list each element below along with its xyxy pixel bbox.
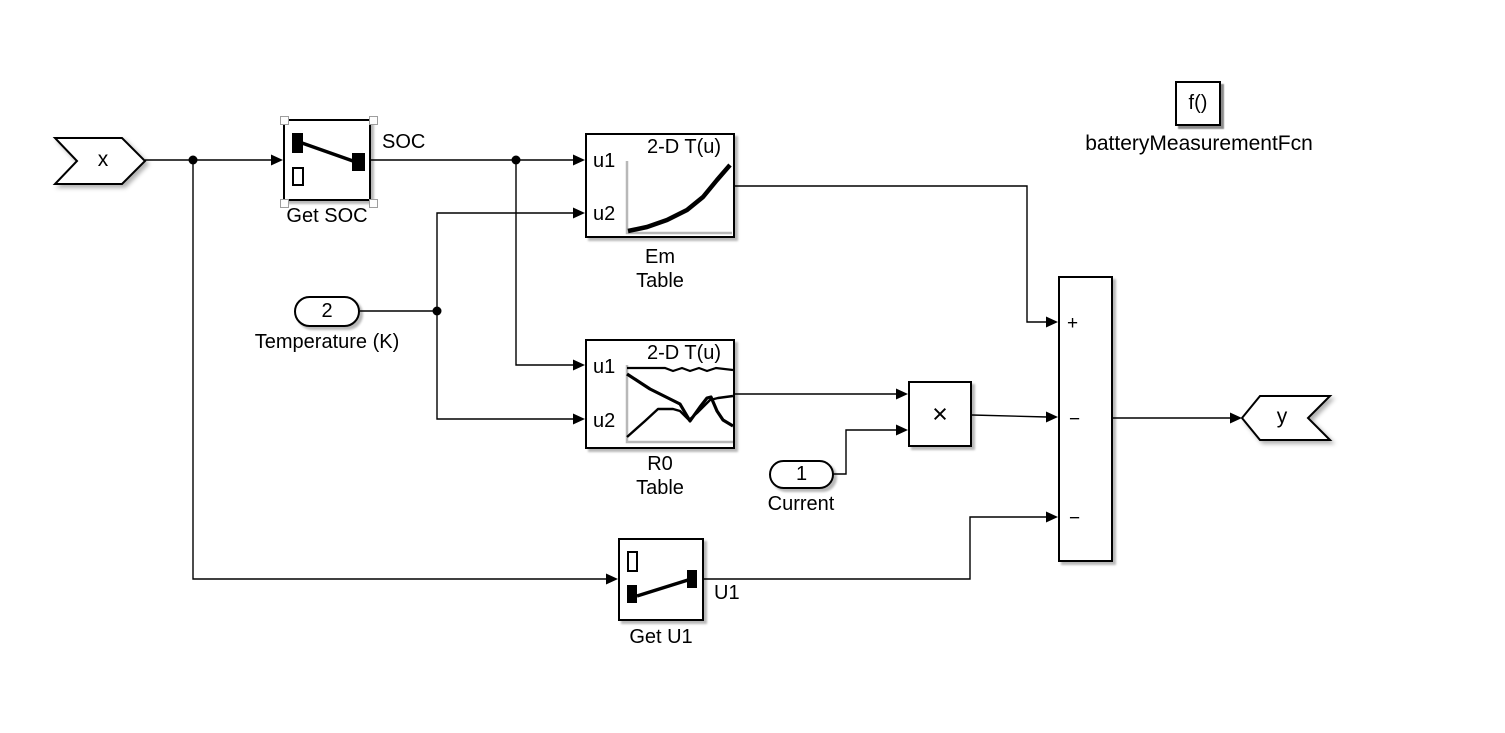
branch-dots — [188, 155, 521, 316]
caption-em-line2[interactable]: Table — [636, 270, 684, 292]
sum-minus-sign-2: − — [1069, 508, 1081, 529]
wire-temperature-to-r0-u2[interactable] — [436, 311, 574, 420]
wire-product-to-sum-minus[interactable] — [971, 414, 1048, 418]
caption-r0-line1[interactable]: R0 — [647, 453, 673, 475]
caption-temperature[interactable]: Temperature (K) — [254, 331, 400, 353]
branch-dot — [511, 155, 521, 165]
arrowhead-icon — [896, 388, 908, 400]
arrowhead-icon — [896, 424, 908, 436]
caption-em-line1[interactable]: Em — [645, 246, 675, 268]
arrowhead-icon — [573, 413, 585, 425]
selector-block-get-soc[interactable] — [280, 116, 378, 208]
sum-plus-sign: + — [1067, 313, 1079, 334]
wire-em-to-sum-plus[interactable] — [735, 185, 1047, 323]
signal-label-u1[interactable]: U1 — [714, 582, 740, 604]
inport-current-number: 1 — [795, 463, 808, 485]
sum-minus-sign-1: − — [1069, 409, 1081, 430]
multiply-icon: × — [932, 398, 948, 429]
r0-port-u2: u2 — [593, 410, 616, 432]
arrowhead-icon — [1046, 511, 1058, 523]
lookup-plot-icon-em — [625, 161, 732, 235]
arg-outport-y-label: y — [1276, 405, 1288, 428]
selection-handle[interactable] — [280, 199, 289, 208]
caption-r0-line2[interactable]: Table — [636, 477, 684, 499]
caption-get-soc[interactable]: Get SOC — [286, 205, 368, 227]
arrowhead-icon — [1046, 316, 1058, 328]
arrowhead-icon — [573, 207, 585, 219]
arrowhead-icon — [606, 573, 618, 585]
arrowhead-icon — [573, 359, 585, 371]
caption-get-u1[interactable]: Get U1 — [629, 626, 693, 648]
selection-handle[interactable] — [369, 116, 378, 125]
arrowheads — [271, 154, 1242, 585]
em-port-u2: u2 — [593, 203, 616, 225]
arrowhead-icon — [573, 154, 585, 166]
wire-soc-branch-to-r0-u1[interactable] — [515, 160, 574, 366]
selection-handle[interactable] — [369, 199, 378, 208]
r0-table-title: 2-D T(u) — [646, 342, 722, 364]
inport-temperature-number: 2 — [321, 300, 333, 322]
function-icon: f() — [1188, 92, 1208, 114]
arrowhead-icon — [1230, 412, 1242, 424]
signal-label-soc[interactable]: SOC — [382, 131, 426, 153]
arg-outport-y[interactable] — [1238, 390, 1338, 450]
arrowhead-icon — [271, 154, 283, 166]
wire-temperature-to-em-u2[interactable] — [436, 212, 574, 311]
arrowhead-icon — [1046, 411, 1058, 423]
branch-dot — [432, 306, 442, 316]
selector-icon — [627, 551, 697, 603]
lookup-plot-icon-r0 — [625, 365, 733, 444]
inport-current[interactable]: 1 — [769, 460, 834, 489]
lookup-table-em[interactable]: 2-D T(u) u1 u2 — [585, 133, 735, 238]
simulink-function-block[interactable]: f() — [1175, 81, 1221, 126]
product-block[interactable]: × — [908, 381, 972, 447]
arg-inport-x-label: x — [97, 148, 109, 171]
wire-current-to-product[interactable] — [833, 429, 897, 475]
wire-x-branch-to-get-u1[interactable] — [192, 160, 607, 580]
sum-block[interactable]: + − − — [1058, 276, 1113, 562]
caption-current[interactable]: Current — [767, 493, 835, 515]
selector-block-get-u1[interactable] — [618, 538, 704, 621]
wire-get-u1-to-sum-minus[interactable] — [704, 516, 1047, 580]
selection-handle[interactable] — [280, 116, 289, 125]
em-table-title: 2-D T(u) — [646, 136, 722, 158]
selector-icon — [292, 133, 365, 186]
arg-inport-x[interactable] — [49, 132, 153, 192]
caption-simulink-function[interactable]: batteryMeasurementFcn — [1085, 132, 1313, 155]
em-port-u1: u1 — [593, 150, 616, 172]
lookup-table-r0[interactable]: 2-D T(u) u1 u2 — [585, 339, 735, 449]
branch-dot — [188, 155, 198, 165]
inport-temperature[interactable]: 2 — [294, 296, 360, 327]
r0-port-u1: u1 — [593, 356, 616, 378]
